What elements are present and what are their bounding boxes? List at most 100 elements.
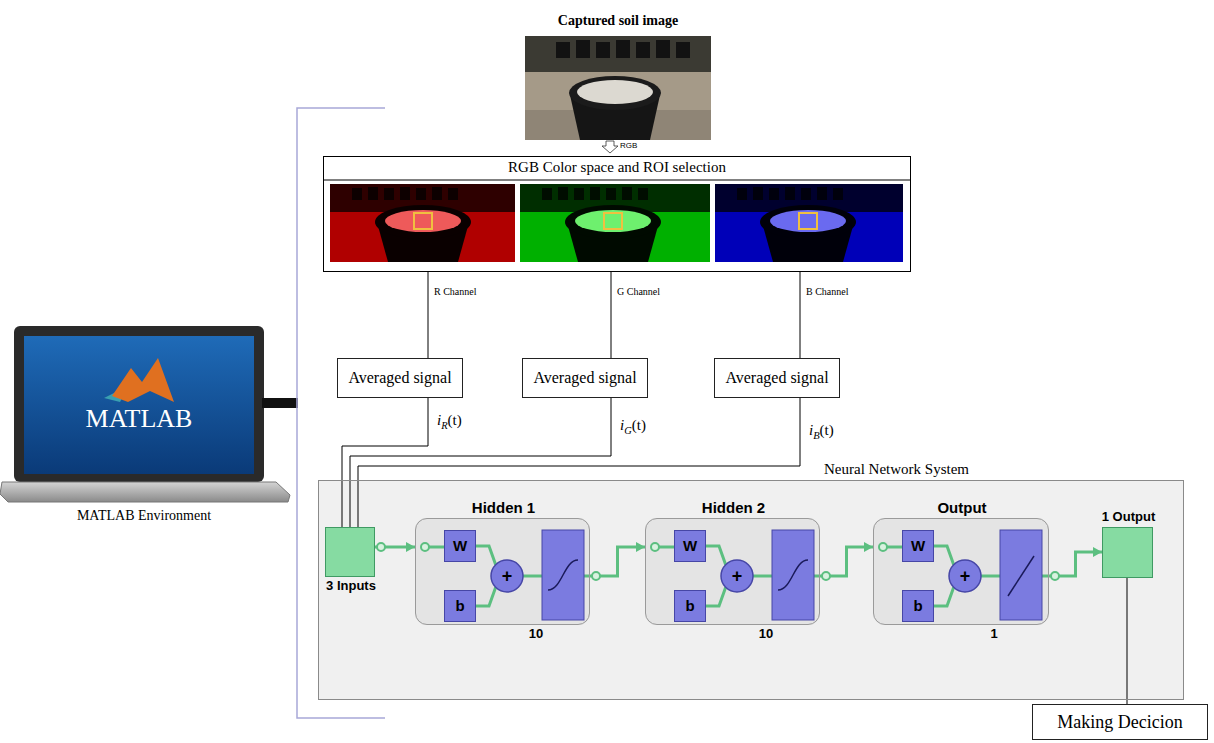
wire [523,575,542,578]
junction-dot [879,543,887,551]
sum-circle [491,560,523,592]
node-text: Output [874,499,1050,516]
node-fill [902,530,934,562]
junction-dot [421,543,429,551]
wire [429,546,444,549]
wire [981,575,1000,578]
wire [887,546,902,549]
wire [706,587,726,606]
argument-part: (t) [820,422,834,438]
junction-dot [1051,572,1059,580]
node-text: 1 [974,627,1014,642]
text-holder: W [445,531,475,561]
transfer-function [772,530,814,620]
label-holder: B Channel [805,286,850,298]
wire [476,587,496,606]
node-fill [444,590,476,622]
text-holder: b [675,591,705,621]
weight-box: W [902,530,934,562]
signal-label: iR(t) [436,412,463,432]
text-holder: b [903,591,933,621]
sum-symbol: + [960,567,971,585]
node-fill [674,590,706,622]
node-text: Hidden 2 [646,499,821,516]
junction-dot [592,572,600,580]
label-holder: + [953,564,977,588]
node-fill [645,518,820,625]
node-fill [323,156,911,272]
signal-label: iB(t) [808,422,835,442]
sum-circle [721,560,753,592]
process-box: Averaged signal [522,358,648,398]
connector [428,272,429,358]
arrowhead [864,542,873,552]
arrowhead [406,542,415,552]
node-text: Hidden 1 [416,499,591,516]
node-text: Averaged signal [348,369,451,387]
text-holder: Hidden 1 [416,499,591,516]
text-holder: Making Decicion [1033,705,1207,739]
symbol-part: i [809,422,813,438]
argument-part: (t) [632,417,646,433]
text-holder: b [445,591,475,621]
node-text: Making Decicion [1057,712,1182,733]
bias-box: b [902,590,934,622]
text-holder: Averaged signal [523,359,647,397]
subscript-part: G [624,425,632,436]
text-holder: Averaged signal [715,359,839,397]
node-fill [873,518,1049,625]
label-holder: R Channel [433,286,478,298]
node-fill [902,590,934,622]
green-channel-image [520,184,710,262]
decision-box: Making Decicion [1032,704,1208,740]
text-holder: 3 Inputs [321,579,381,594]
image-title: Captured soil image [505,13,731,29]
connector [611,272,612,358]
text-holder: Neural Network System [824,461,1044,478]
weight-box: W [674,530,706,562]
connector [800,272,801,358]
text-holder: 10 [516,627,556,642]
label-holder: iB(t) [808,422,835,442]
node-text: Averaged signal [725,369,828,387]
node-fill [1102,527,1153,578]
wire [934,546,954,565]
header-rule [323,180,911,181]
text-holder: 10 [746,627,786,642]
text-holder: RGB Color space and ROI selection [324,159,910,176]
text-holder: Output [874,499,1050,516]
wire [476,546,496,565]
signal-label: G Channel [616,286,661,298]
node-text: RGB Color space and ROI selection [324,159,910,176]
node-text: W [911,537,925,554]
blue-channel-image [715,184,903,262]
node-text: 10 [516,627,556,642]
sum-symbol: + [502,567,513,585]
wire [706,546,726,565]
node-text: 3 Inputs [321,579,381,594]
node-text: Averaged signal [533,369,636,387]
node-text: b [913,597,922,614]
red-channel-image [330,184,515,262]
node-fill [444,530,476,562]
label-holder: + [725,564,749,588]
wire [934,587,954,606]
symbol-part: i [437,412,441,428]
sum-symbol: + [732,567,743,585]
connector [342,398,428,527]
bracket [297,108,385,718]
label-holder: G Channel [616,286,661,298]
text-holder: Averaged signal [338,359,462,397]
signal-label: iG(t) [619,417,647,437]
sum-circle [949,560,981,592]
bias-box: b [674,590,706,622]
wire [659,546,674,549]
connector [1127,578,1128,704]
label-holder: iR(t) [436,412,463,432]
environment-caption: MATLAB Environment [14,508,274,524]
junction-dot [651,543,659,551]
node-text: b [455,597,464,614]
node-fill [1032,704,1208,740]
signal-label: R Channel [433,286,478,298]
